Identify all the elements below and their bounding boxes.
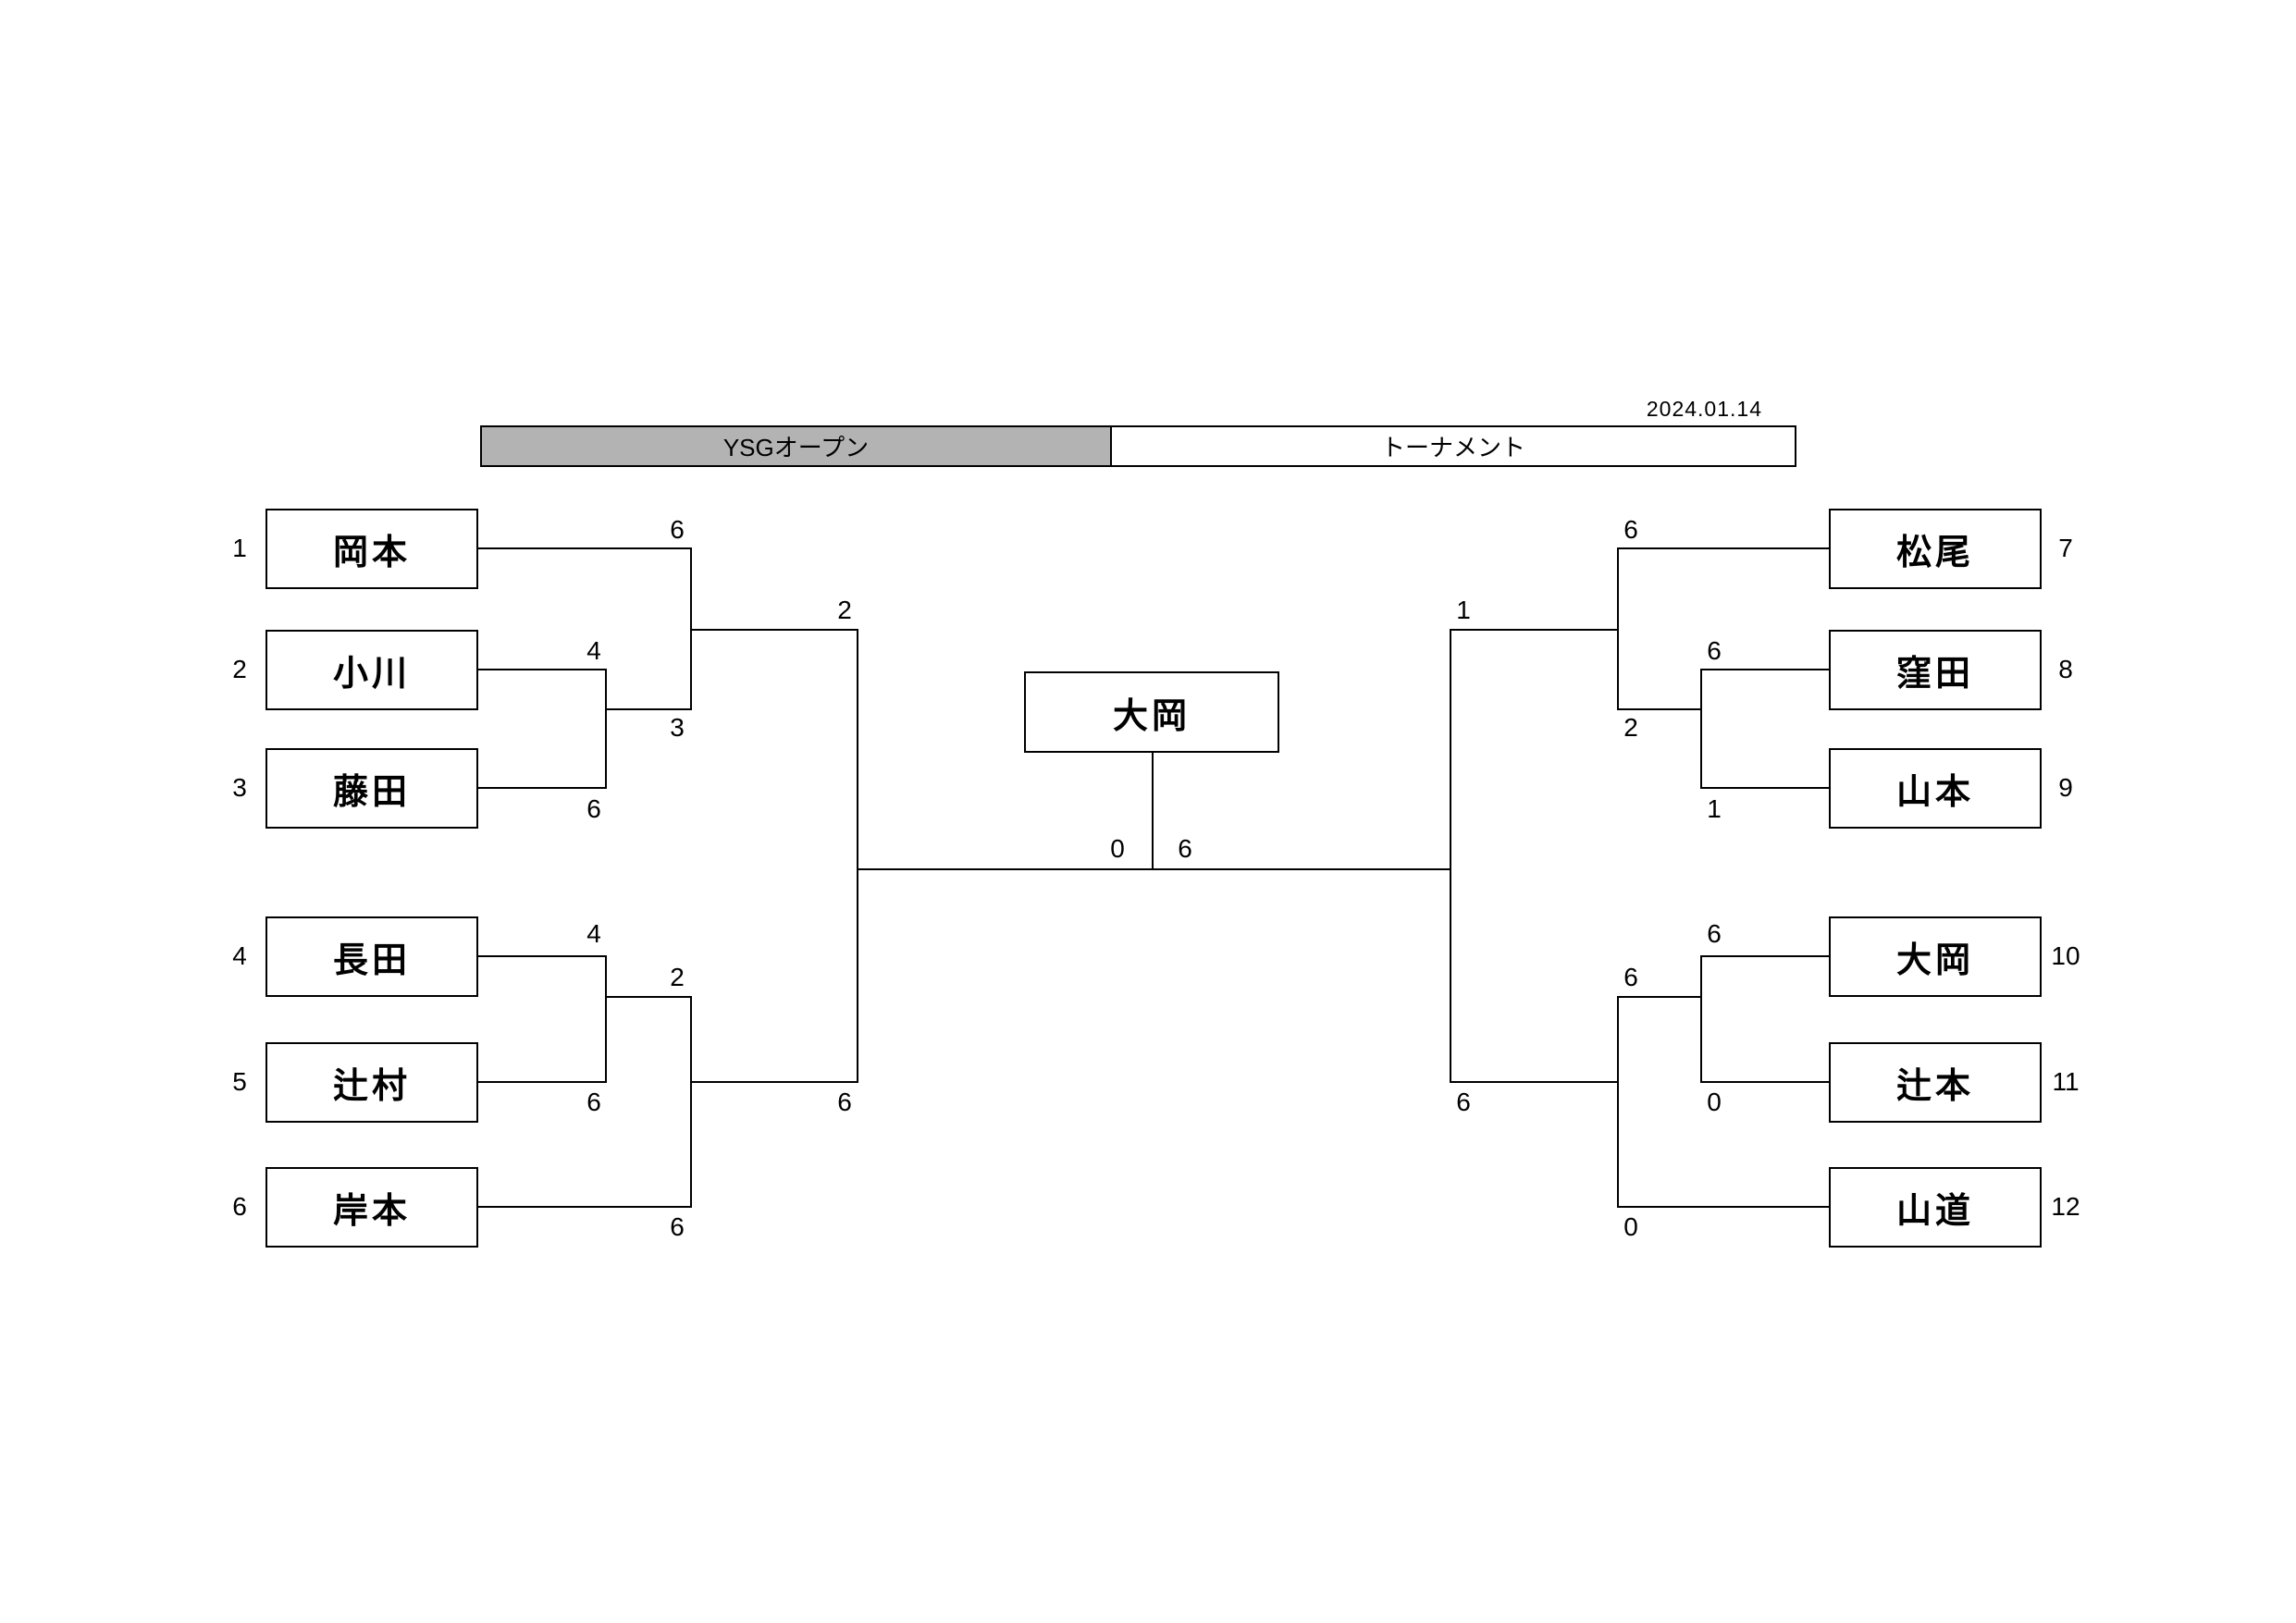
score-semi-left-bottom: 6 [837,1088,852,1116]
player-box-kubota: 窪田 [1829,630,2042,710]
bracket-line [1700,955,1702,1083]
bracket-line [1450,1081,1617,1083]
bracket-line [605,669,607,789]
seed-12: 12 [2051,1192,2080,1221]
date-label: 2024.01.14 [1646,397,1762,421]
bracket-line [690,1081,857,1083]
score-yamamichi: 0 [1623,1212,1638,1241]
seed-1: 1 [232,534,247,562]
score-left-qf2-winner: 2 [670,963,685,991]
score-left-qf1-winner: 3 [670,713,685,742]
score-right-qf2-winner: 6 [1623,963,1638,991]
bracket-line [478,669,606,670]
final-line [857,868,1451,870]
score-semi-right-top: 1 [1456,596,1471,624]
player-box-fujita: 藤田 [265,748,478,829]
bracket-line [478,1206,690,1208]
player-box-ogawa: 小川 [265,630,478,710]
player-box-okamoto: 岡本 [265,509,478,589]
bracket-line [605,996,690,998]
champion-stem-line [1152,753,1154,870]
bracket-line [605,708,690,710]
player-box-tsujimoto: 辻本 [1829,1042,2042,1123]
bracket-line [1701,669,1829,670]
bracket-line [1617,708,1702,710]
score-final-right: 6 [1178,834,1192,863]
seed-5: 5 [232,1067,247,1096]
score-ooka: 6 [1707,919,1722,948]
bracket-line [1450,629,1617,631]
bracket-line [1617,996,1619,1208]
bracket-line [1617,547,1829,549]
bracket-line [690,629,857,631]
seed-9: 9 [2058,773,2073,802]
score-matsuo: 6 [1623,515,1638,544]
score-semi-left-top: 2 [837,596,852,624]
champion-box: 大岡 [1024,671,1279,753]
score-tsujimoto: 0 [1707,1088,1722,1116]
seed-8: 8 [2058,655,2073,683]
score-nagata: 4 [586,919,601,948]
score-fujita: 6 [586,794,601,823]
seed-4: 4 [232,941,247,970]
bracket-line [1617,1206,1829,1208]
bracket-line [1617,996,1702,998]
score-kubota: 6 [1707,636,1722,665]
score-tsujimura: 6 [586,1088,601,1116]
bracket-line [1700,669,1702,789]
seed-11: 11 [2052,1067,2080,1096]
bracket-line [1701,1081,1829,1083]
player-box-nagata: 長田 [265,916,478,997]
player-box-tsujimura: 辻村 [265,1042,478,1123]
player-box-ooka: 大岡 [1829,916,2042,997]
score-semi-right-bottom: 6 [1456,1088,1471,1116]
bracket-line [478,1081,606,1083]
tournament-name: YSGオープン [482,427,1112,465]
bracket-line [478,547,690,549]
seed-3: 3 [232,773,247,802]
score-yamamoto: 1 [1707,794,1722,823]
seed-6: 6 [232,1192,247,1221]
player-box-yamamichi: 山道 [1829,1167,2042,1248]
bracket-line [857,629,858,1083]
score-kishimoto: 6 [670,1212,685,1241]
player-box-kishimoto: 岸本 [265,1167,478,1248]
seed-10: 10 [2051,941,2080,970]
seed-7: 7 [2058,534,2073,562]
bracket-line [690,547,692,710]
sheet-type-label: トーナメント [1112,427,1795,465]
score-okamoto: 6 [670,515,685,544]
score-right-qf1-winner: 2 [1623,713,1638,742]
player-box-yamamoto: 山本 [1829,748,2042,829]
bracket-line [1701,955,1829,957]
score-final-left: 0 [1110,834,1125,863]
player-box-matsuo: 松尾 [1829,509,2042,589]
bracket-line [1450,629,1451,1083]
bracket-line [605,955,607,1083]
title-bar: YSGオープン トーナメント [480,425,1796,467]
bracket-line [1617,547,1619,710]
bracket-line [478,787,606,789]
score-ogawa: 4 [586,636,601,665]
bracket-line [690,996,692,1208]
bracket-line [1701,787,1829,789]
seed-2: 2 [232,655,247,683]
bracket-line [478,955,606,957]
